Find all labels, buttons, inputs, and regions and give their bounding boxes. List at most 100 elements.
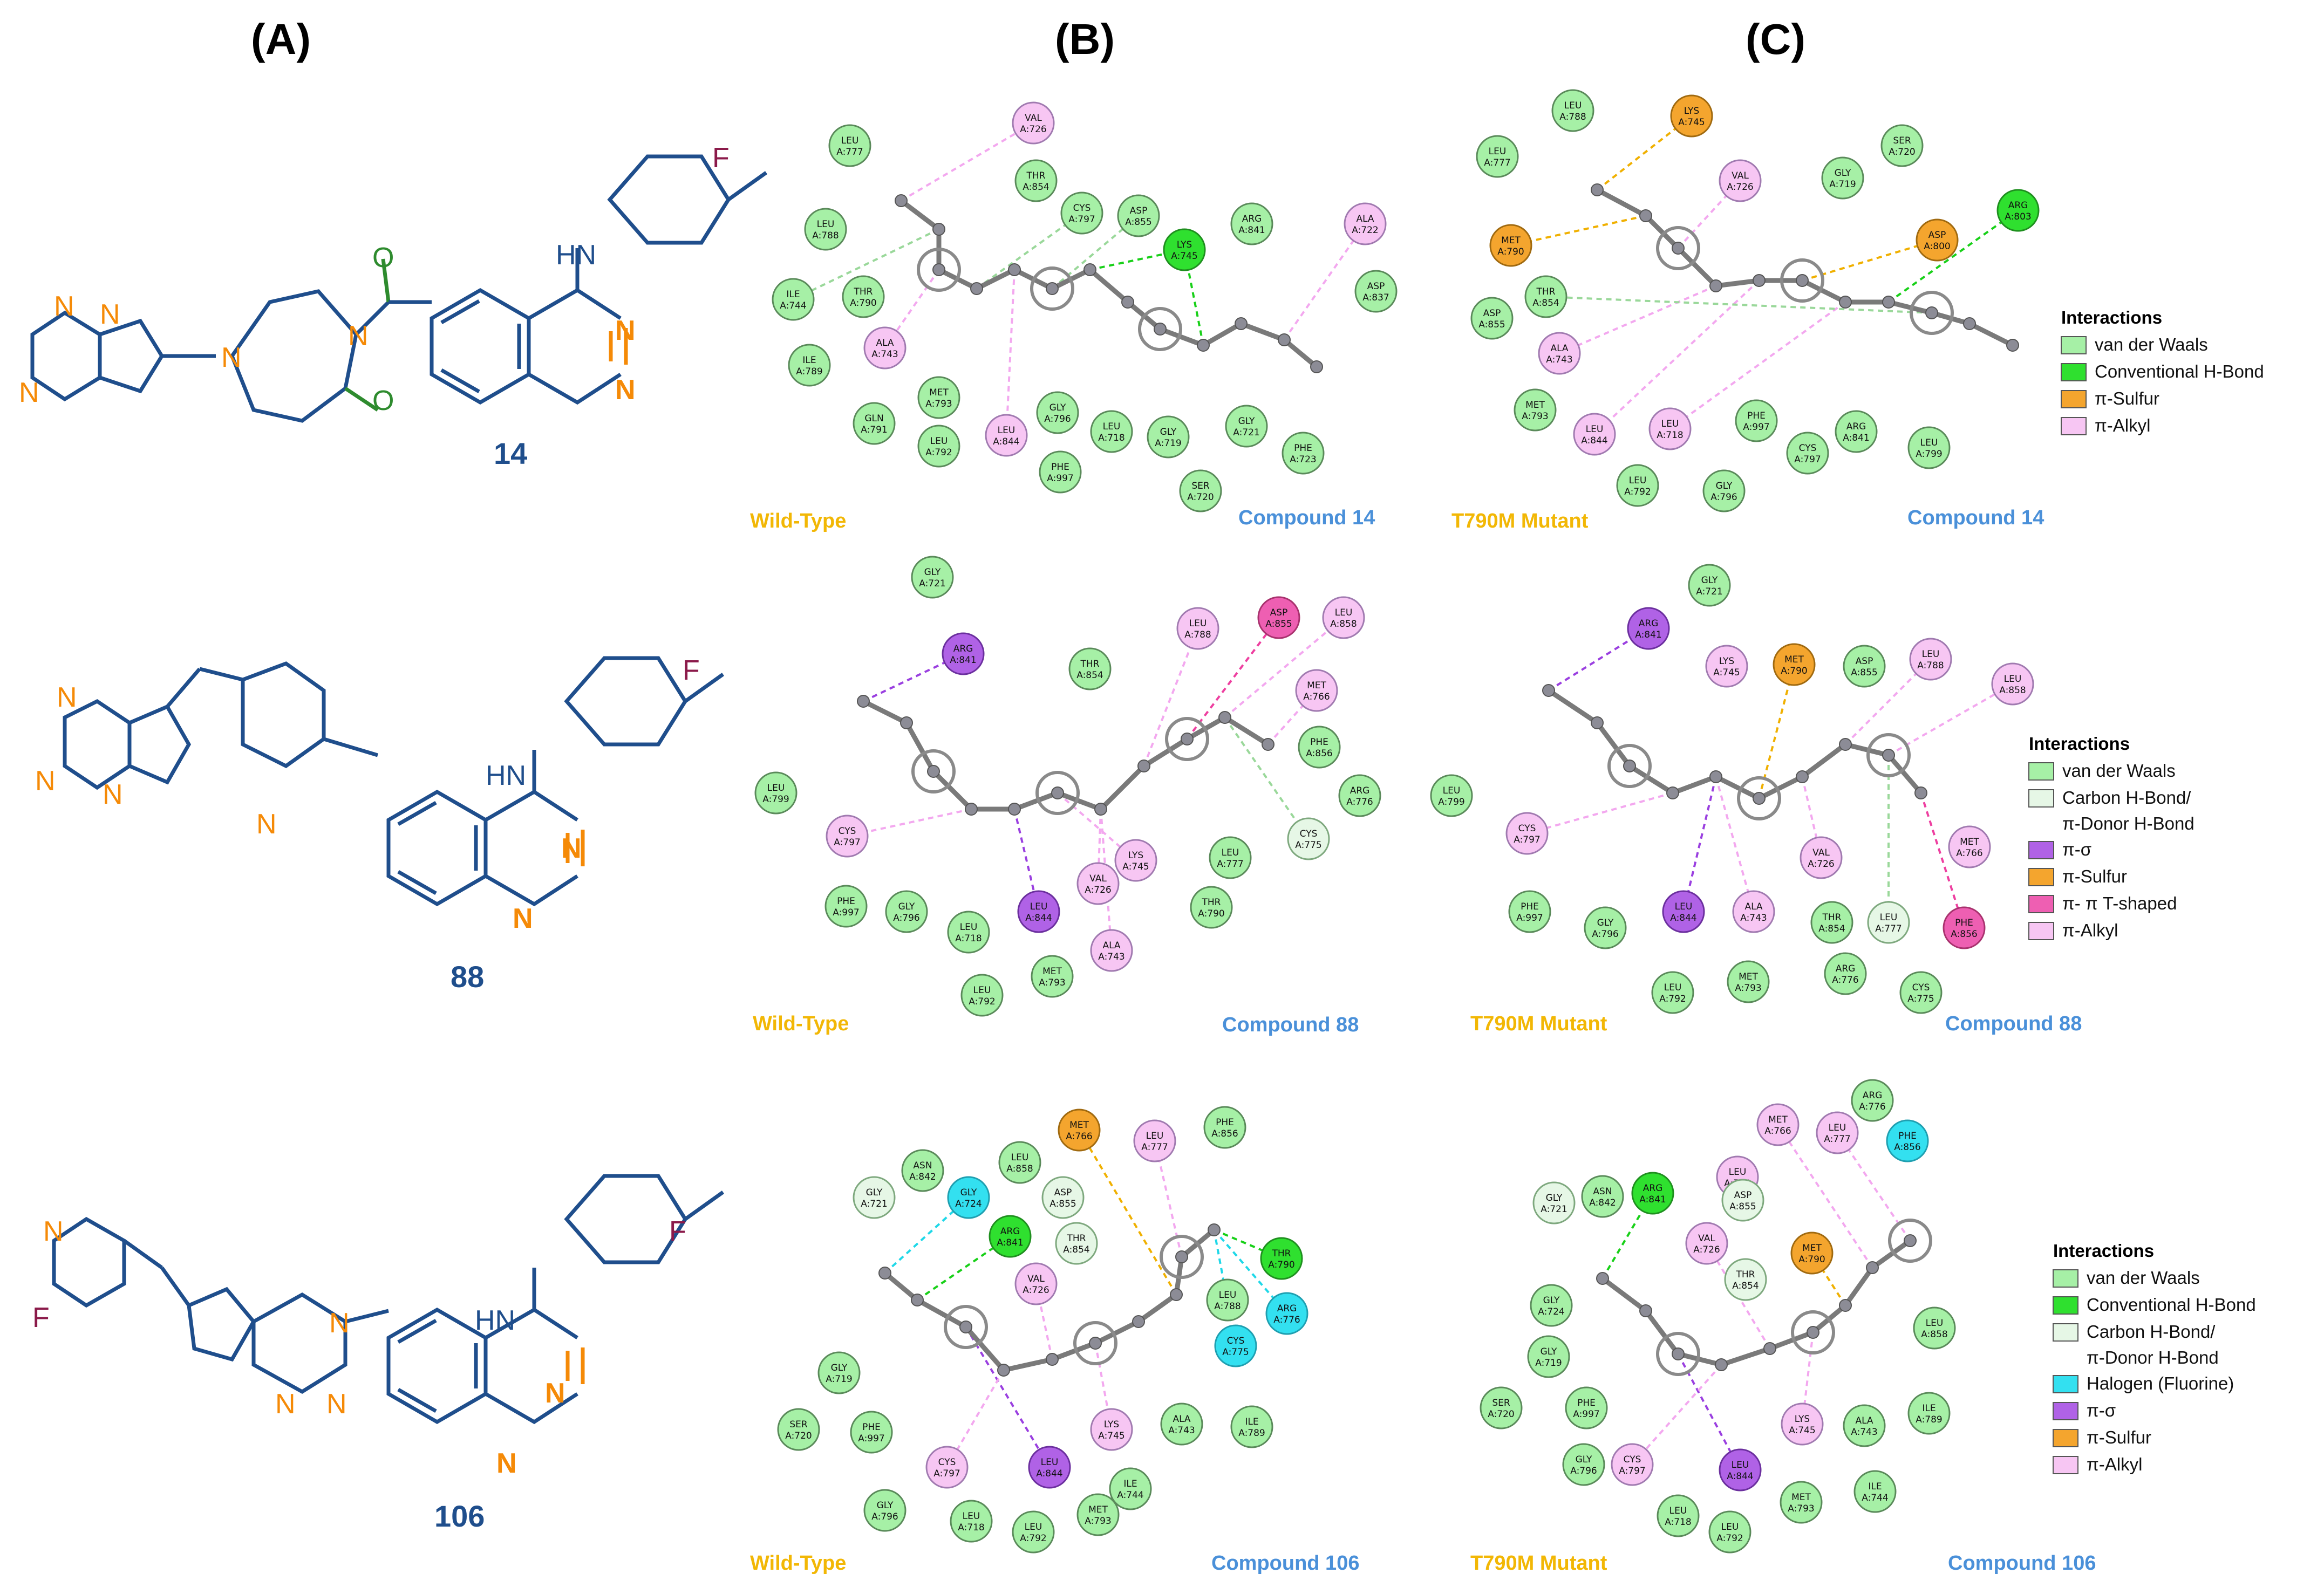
residue-number: A:856 (1951, 929, 1978, 940)
residue-name: LEU (1922, 649, 1940, 660)
ligand-atom (1262, 738, 1275, 751)
ligand-atom (1914, 786, 1927, 799)
residue-disc (1786, 432, 1829, 475)
residue-number: A:854 (1732, 1281, 1759, 1291)
residue-disc (1800, 836, 1843, 879)
residue-name: LEU (930, 436, 948, 447)
ligand-bond (1159, 326, 1204, 348)
residue-name: ALA (876, 338, 894, 348)
residue-number: A:841 (1639, 1194, 1666, 1205)
residue-disc (1225, 405, 1268, 448)
atom-n: N (221, 342, 242, 373)
ligand-bond (1202, 321, 1243, 347)
residue-disc (1163, 228, 1206, 271)
ligand-atom (1904, 1234, 1917, 1247)
residue-name: PHE (1294, 443, 1312, 454)
ligand-atom (1839, 1299, 1852, 1312)
residue-disc (1657, 1494, 1700, 1537)
ligand-atom (1046, 1353, 1059, 1366)
residue-number: A:858 (1006, 1164, 1033, 1174)
residue-name: LEU (1222, 847, 1239, 858)
ligand-atom (1839, 738, 1852, 751)
residue-name: GLY (1543, 1295, 1560, 1306)
residue-number: A:844 (1727, 1471, 1754, 1482)
ligand-ring (1030, 266, 1074, 311)
residue-name: THR (1736, 1269, 1755, 1280)
legend-title: Interactions (2053, 1241, 2154, 1261)
residue-number: A:788 (1917, 660, 1944, 671)
ligand-atom (932, 223, 945, 236)
ligand-atom (959, 1321, 972, 1333)
ligand-atom (1083, 263, 1096, 276)
residue-name: ARG (1836, 963, 1856, 974)
ligand-atom (1709, 279, 1722, 292)
atom-n: N (513, 903, 533, 934)
residue-number: A:796 (893, 913, 920, 923)
residue-name: LEU (1669, 1506, 1687, 1516)
atom-n: N (615, 374, 636, 406)
ligand-ring (1866, 733, 1911, 777)
ligand-atom (1181, 733, 1194, 745)
residue-disc (1230, 202, 1273, 245)
compound-label: Compound 106 (1948, 1552, 2096, 1575)
residue-name: LYS (1795, 1414, 1810, 1425)
residue-disc (989, 1215, 1032, 1258)
interaction-line (1888, 683, 2013, 756)
ligand-bond (964, 1325, 1006, 1372)
residue-number: A:776 (1346, 797, 1373, 808)
residue-name: MET (1791, 1492, 1811, 1503)
interaction-line (1510, 215, 1646, 247)
residue-name: ALA (1173, 1414, 1190, 1425)
interaction-line (1224, 617, 1345, 719)
residue-number: A:777 (1141, 1142, 1168, 1153)
residue-disc (1039, 450, 1082, 494)
residue-number: A:766 (1303, 692, 1330, 702)
residue-name: ARG (1643, 1183, 1663, 1194)
ligand-bond (1547, 688, 1599, 725)
residue-number: A:723 (1290, 454, 1317, 465)
residue-number: A:743 (871, 349, 898, 360)
residue-name: LEU (1030, 901, 1048, 912)
ligand-atom (1170, 1288, 1183, 1301)
residue-name: LEU (2004, 674, 2022, 685)
panel-label-b: (B) (1055, 15, 1115, 63)
atom-hn: HN (556, 240, 596, 271)
residue-number: A:745 (1678, 117, 1705, 128)
residue-number: A:793 (1522, 411, 1549, 422)
interaction-line (793, 228, 939, 300)
residue-number: A:790 (1781, 666, 1808, 676)
residue-number: A:842 (1589, 1198, 1616, 1208)
residue-name: GLY (1576, 1454, 1592, 1465)
atom-n: N (329, 1308, 350, 1339)
residue-number: A:743 (1546, 354, 1573, 365)
residue-name: ASP (1270, 607, 1288, 618)
residue-number: A:777 (1824, 1134, 1851, 1145)
residue-number: A:856 (1894, 1142, 1921, 1153)
residue-disc (863, 326, 907, 370)
residue-number: A:721 (861, 1199, 888, 1209)
residue-disc (885, 890, 928, 933)
ligand-bond (1843, 1266, 1875, 1307)
state-label-mutant: T790M Mutant (1451, 510, 1589, 532)
state-label-wildtype: Wild-Type (750, 510, 846, 532)
residue-number: A:796 (1044, 414, 1071, 425)
state-label-wildtype: Wild-Type (750, 1552, 846, 1575)
legend-swatch (2053, 1269, 2078, 1288)
legend-label: Carbon H-Bond/ (2087, 1322, 2216, 1342)
residue-number: A:797 (1514, 834, 1541, 845)
